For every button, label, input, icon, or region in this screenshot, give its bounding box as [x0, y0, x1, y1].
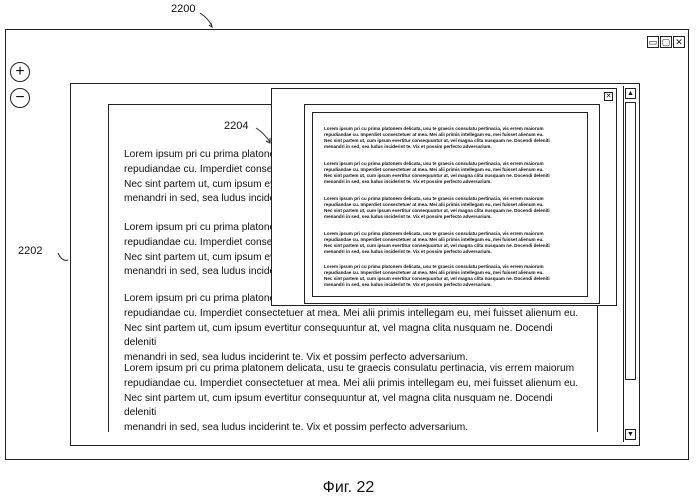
mini-paragraph-3: Lorem ipsum pri cu prima platonem delica… — [324, 196, 574, 220]
window-controls: ▭ ▢ ✕ — [647, 36, 685, 48]
zoom-in-button[interactable]: + — [10, 62, 30, 82]
close-icon[interactable]: ✕ — [673, 36, 685, 48]
preview-popup: ✕ Lorem ipsum pri cu prima platonem deli… — [271, 88, 617, 306]
vertical-scrollbar[interactable]: ▲ ▼ — [623, 86, 637, 442]
mini-paragraph-4: Lorem ipsum pri cu prima platonem delica… — [324, 231, 574, 255]
zoom-out-button[interactable]: − — [10, 88, 30, 108]
mini-paragraph-5: Lorem ipsum pri cu prima platonem delica… — [324, 264, 574, 288]
figure-caption: Фиг. 22 — [0, 479, 697, 497]
scroll-up-icon[interactable]: ▲ — [625, 88, 636, 99]
paragraph-4: Lorem ipsum pri cu prima platonem delica… — [124, 362, 584, 436]
scroll-down-icon[interactable]: ▼ — [625, 429, 636, 440]
leader-2200 — [200, 13, 212, 26]
mini-paragraph-1: Lorem ipsum pri cu prima platonem delica… — [324, 126, 574, 150]
mini-paragraph-2: Lorem ipsum pri cu prima platonem delica… — [324, 161, 574, 185]
maximize-icon[interactable]: ▢ — [660, 36, 672, 48]
scroll-thumb[interactable] — [625, 102, 636, 380]
popup-close-icon[interactable]: ✕ — [604, 92, 613, 101]
minimize-icon[interactable]: ▭ — [647, 36, 659, 48]
